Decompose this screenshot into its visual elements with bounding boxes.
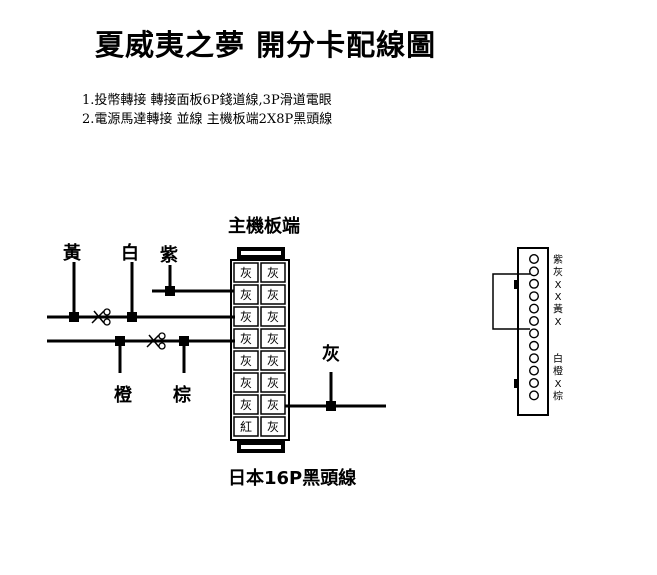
side-pin-label: X [555,280,562,291]
pin-label: 灰 [267,420,279,434]
pin-cell [260,416,286,437]
side-jumper-wire [492,273,530,330]
pin-label: 灰 [240,398,252,412]
wire-label-yellow: 黃 [63,243,81,264]
pin-cell [233,262,259,283]
side-pin [529,353,540,364]
cut-marker-1-icon [91,308,111,326]
top-latch [237,247,285,259]
pin-label: 灰 [240,266,252,280]
pin-cell [260,284,286,305]
side-pin [529,253,540,264]
pin-cell [260,372,286,393]
pin-cell [233,350,259,371]
side-pin [529,340,540,351]
side-pin-label: 黃 [553,303,563,316]
pin-cell [260,328,286,349]
pin-label: 灰 [240,354,252,368]
pin-cell [233,372,259,393]
page-title: 夏威夷之夢 開分卡配線圖 [95,28,437,62]
wire-label-white: 白 [121,243,139,264]
pin-label: 灰 [240,376,252,390]
pin-cell [233,328,259,349]
pin-label: 灰 [267,354,279,368]
pin-label: 灰 [267,332,279,346]
pin-label: 灰 [267,266,279,280]
side-pin [529,278,540,289]
pin-label: 灰 [267,310,279,324]
pin-label: 紅 [240,420,252,434]
side-pin [529,378,540,389]
bottom-latch [237,441,285,453]
white-junction [127,312,137,322]
side-pin-label: 灰 [553,265,563,278]
pin-label: 灰 [240,332,252,346]
pin-label: 灰 [240,288,252,302]
wire-label-gray: 灰 [322,344,340,365]
side-pin-label: X [555,379,562,390]
orange-junction [115,336,125,346]
connector-bottom-label: 日本16P黑頭線 [228,468,357,489]
cut-marker-2-icon [146,332,166,350]
pin-cell [260,306,286,327]
side-pin-label: X [555,317,562,328]
wire-label-orange: 橙 [114,385,132,406]
side-latch-bottom [514,379,519,388]
pin-cell [233,284,259,305]
side-pin [529,316,540,327]
side-pin [529,328,540,339]
pin-cell [233,394,259,415]
purple-junction [165,286,175,296]
side-pin-label: 紫 [553,254,563,266]
note-1: 1.投幣轉接 轉接面板6P錢道線,3P滑道電眼 [82,93,332,108]
connector-pins: 灰灰灰灰灰灰灰灰灰灰灰灰灰灰紅灰 [233,262,286,437]
wire-label-purple: 紫 [160,245,178,266]
side-pin-label: 白 [553,352,563,365]
note-2: 2.電源馬達轉接 並線 主機板端2X8P黑頭線 [82,112,333,127]
side-pin [529,390,540,401]
side-latch-top [514,280,519,289]
pin-label: 灰 [267,398,279,412]
wire-label-brown: 棕 [173,385,191,406]
side-pin [529,365,540,376]
side-pin [529,266,540,277]
side-pin-label: 橙 [553,365,563,378]
side-pin [529,291,540,302]
pin-label: 灰 [240,310,252,324]
side-pin-label: X [555,292,562,303]
pin-cell [233,416,259,437]
pin-cell [260,262,286,283]
pin-label: 灰 [267,376,279,390]
pin-label: 灰 [267,288,279,302]
gray-junction [326,401,336,411]
brown-junction [179,336,189,346]
connector-top-label: 主機板端 [228,216,300,237]
pin-cell [260,350,286,371]
yellow-junction [69,312,79,322]
side-pin [529,303,540,314]
side-pin-label: 棕 [553,389,563,402]
